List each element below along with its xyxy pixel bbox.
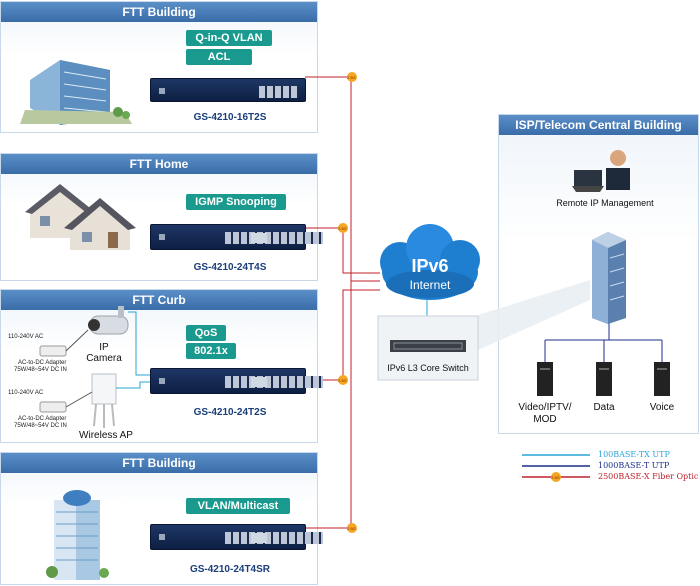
switch-icon [150,224,323,250]
panel-title: FTT Home [1,154,317,174]
fiber-marker-label: 2.5G [347,526,356,531]
adapter-spec: 75W/48~54V DC IN [14,367,67,373]
fiber-markers [338,72,357,533]
utp-1000-links [544,322,663,362]
remote-management-label: Remote IP Management [556,198,654,208]
switch-icon [150,78,306,102]
isp-tower-icon [592,232,626,324]
legend-label: 100BASE-TX UTP [598,450,670,459]
adapter-ac-label: 110-240V AC [8,390,44,396]
feature-tag: Q-in-Q VLAN [186,30,272,46]
panel-ftt-home: FTT Home [0,153,318,281]
fiber-marker-label: 2.5G [347,75,356,80]
server-label: Data [593,402,615,413]
ap-label: Wireless AP [79,430,133,441]
remote-management-icon [572,150,630,192]
server-icons [537,362,670,396]
switch-model: GS-4210-16T2S [193,112,267,123]
feature-tag: VLAN/Multicast [186,498,290,514]
core-switch-icon [390,340,466,352]
feature-tag: IGMP Snooping [186,194,286,210]
legend-lines [522,454,590,482]
office-building-icon [20,60,132,125]
fiber-links [305,76,380,529]
camera-label: IP Camera [86,342,122,364]
houses-icon [25,184,136,250]
switch-icon [150,368,323,394]
adapter-label: AC-to-DC Adapter [18,360,67,366]
ip-camera-icon [88,306,129,335]
feature-tag: ACL [186,49,252,65]
adapter-ac-label: 110-240V AC [8,334,44,340]
adapter-label: AC-to-DC Adapter [18,416,67,422]
panel-ftt-building-2: FTT Building [0,452,318,585]
fiber-marker-label: 2.5G [338,378,347,383]
legend-label: 2500BASE-X Fiber Optic [598,472,699,481]
panel-title: FTT Curb [1,290,317,310]
core-switch-label: IPv6 L3 Core Switch [387,363,469,373]
adapter-spec: 75W/48~54V DC IN [14,423,67,429]
power-adapter-icon [39,329,93,413]
panel-title: ISP/Telecom Central Building [499,115,698,135]
switch-model: GS-4210-24T4S [193,262,267,273]
panel-ftt-curb: FTT Curb [0,289,318,443]
wireless-ap-icon [91,373,117,428]
panel-title: FTT Building [1,2,317,22]
utp-100-links [116,300,428,389]
server-label: Video/IPTV/ MOD [518,402,572,425]
server-label: Voice [649,402,675,413]
switch-model: GS-4210-24T4SR [189,564,271,575]
internet-cloud-icon [380,224,480,300]
cloud-label-line1: IPv6 [411,256,449,276]
tower-building-icon [46,490,109,580]
switch-model: GS-4210-24T2S [193,407,267,418]
legend-label: 1000BASE-T UTP [598,461,670,470]
feature-tag: QoS [186,325,226,341]
panel-title: FTT Building [1,453,317,473]
feature-tag: 802.1x [186,343,236,359]
fiber-marker-label: 2.5G [338,226,347,231]
cloud-label-line2: Internet [409,278,451,292]
legend-marker-label: 2.5G [551,475,560,480]
switch-icon [150,524,323,550]
